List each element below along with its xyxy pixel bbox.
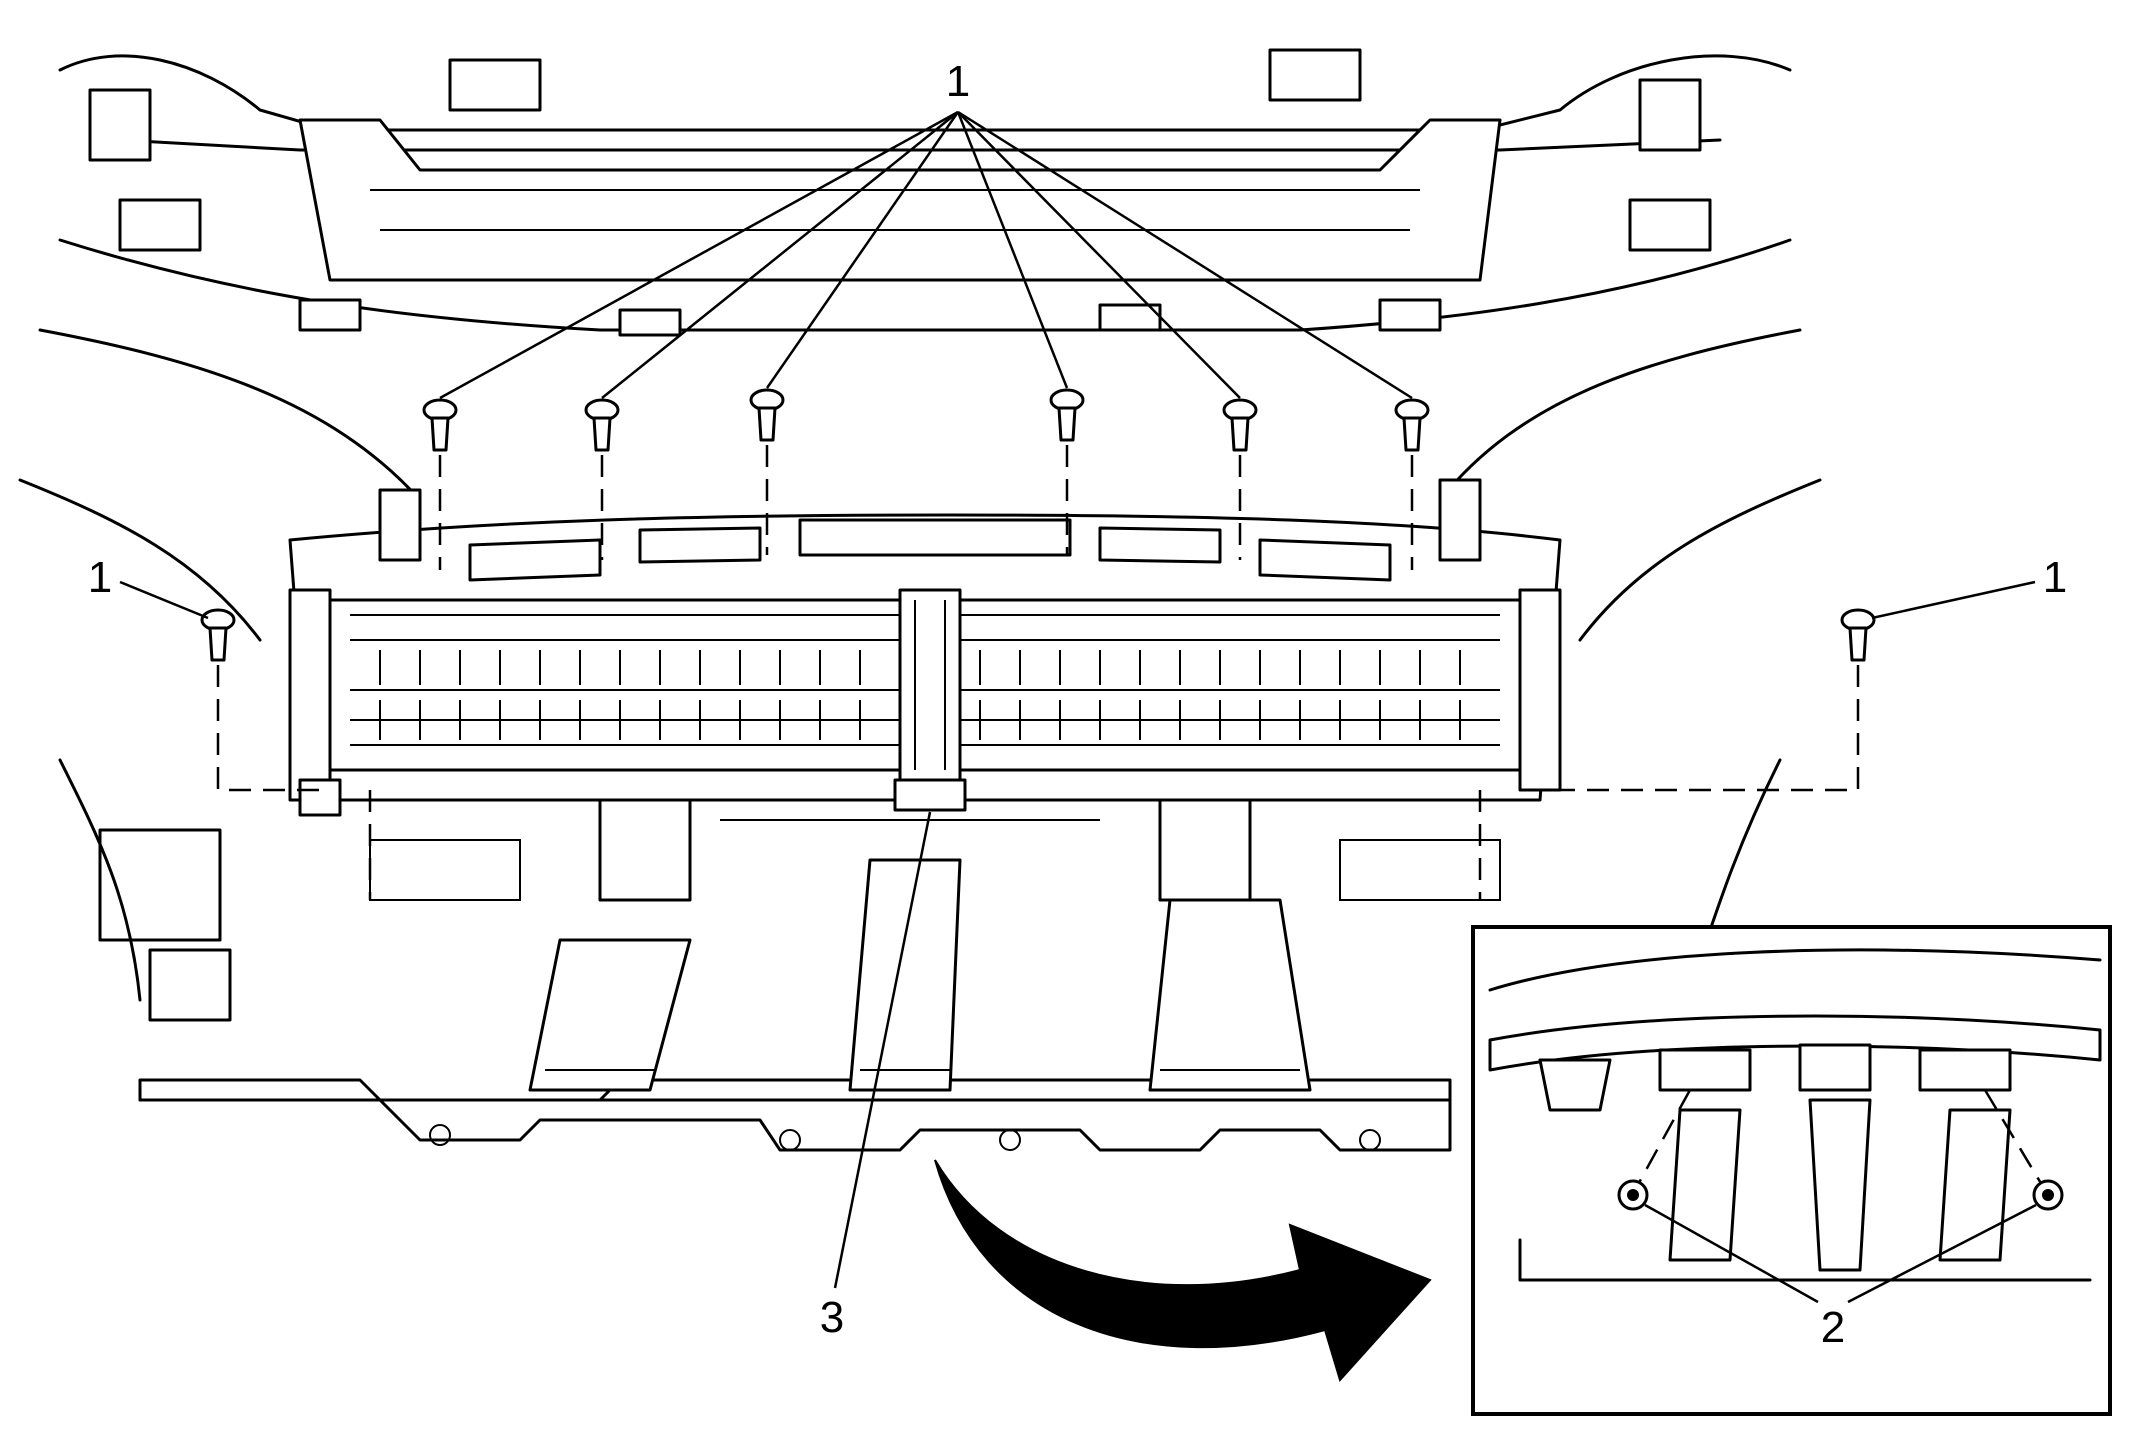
bolt-icon xyxy=(200,608,236,662)
callout-1-left: 1 xyxy=(88,553,112,602)
lower-air-deflector xyxy=(58,758,1782,1152)
callout-3: 3 xyxy=(820,1293,844,1342)
callout-1-right: 1 xyxy=(2043,553,2067,602)
shutter-assembly xyxy=(288,478,1562,817)
bolt-icon xyxy=(1617,1179,1649,1211)
callout-2: 2 xyxy=(1821,1303,1845,1352)
upper-radiator-support xyxy=(18,48,1822,642)
bolt-icon xyxy=(749,388,785,442)
bolt-icon xyxy=(422,398,458,452)
bolt-icon xyxy=(1394,398,1430,452)
fasteners xyxy=(200,388,1876,662)
bolt-icon xyxy=(584,398,620,452)
bolt-icon xyxy=(1840,608,1876,662)
bolt-icon xyxy=(2032,1179,2064,1211)
shutter-vanes-upper xyxy=(379,650,1461,685)
install-lines xyxy=(216,445,1860,900)
bolt-icon xyxy=(1222,398,1258,452)
detail-inset xyxy=(1471,925,2112,1416)
shutter-vanes-lower xyxy=(379,700,1461,740)
curved-arrow-icon xyxy=(934,1159,1432,1382)
bolt-icon xyxy=(1049,388,1085,442)
callout-1-top: 1 xyxy=(946,57,970,106)
callout-labels: 1 1 1 3 2 xyxy=(88,57,2067,1352)
leader-lines xyxy=(119,110,2036,1289)
